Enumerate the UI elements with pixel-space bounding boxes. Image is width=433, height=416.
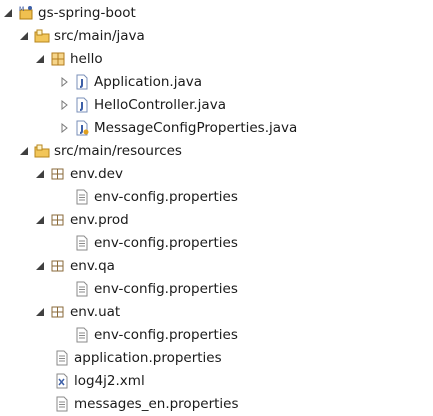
source-folder-icon (34, 28, 50, 44)
tree-item-package-hello[interactable]: hello (34, 47, 103, 70)
tree-item-log4j2-xml[interactable]: log4j2.xml (54, 369, 145, 392)
package-icon (50, 166, 66, 182)
expanded-arrow-icon[interactable] (34, 259, 46, 273)
tree-item-label: env-config.properties (94, 188, 238, 205)
tree-item-src-main-resources[interactable]: src/main/resources (18, 139, 182, 162)
tree-item-label: gs-spring-boot (38, 4, 136, 21)
tree-item-package-env-qa[interactable]: env.qa (34, 254, 115, 277)
expanded-arrow-icon[interactable] (18, 29, 30, 43)
maven-project-icon: M (18, 5, 34, 21)
properties-file-icon (74, 189, 90, 205)
tree-item-env-prod-properties[interactable]: env-config.properties (74, 231, 238, 254)
expanded-arrow-icon[interactable] (2, 6, 14, 20)
tree-item-application-properties[interactable]: application.properties (54, 346, 222, 369)
tree-item-env-uat-properties[interactable]: env-config.properties (74, 323, 238, 346)
tree-item-label: MessageConfigProperties.java (94, 119, 298, 136)
properties-file-icon (74, 327, 90, 343)
java-file-icon (74, 74, 90, 90)
tree-item-label: env.qa (70, 257, 115, 274)
tree-item-messageconfigproperties-java[interactable]: MessageConfigProperties.java (58, 116, 297, 139)
tree-item-label: env.uat (70, 303, 121, 320)
expanded-arrow-icon[interactable] (34, 213, 46, 227)
expanded-arrow-icon[interactable] (18, 144, 30, 158)
package-icon (50, 304, 66, 320)
collapsed-arrow-icon[interactable] (58, 98, 70, 112)
expanded-arrow-icon[interactable] (34, 305, 46, 319)
tree-item-label: env-config.properties (94, 234, 238, 251)
tree-item-label: Application.java (94, 73, 203, 90)
collapsed-arrow-icon[interactable] (58, 75, 70, 89)
properties-file-icon (54, 350, 70, 366)
tree-item-package-env-uat[interactable]: env.uat (34, 300, 120, 323)
source-folder-icon (34, 143, 50, 159)
tree-item-messages-en-properties[interactable]: messages_en.properties (54, 392, 239, 415)
tree-item-label: application.properties (74, 349, 222, 366)
tree-item-label: HelloController.java (94, 96, 226, 113)
tree-item-env-dev-properties[interactable]: env-config.properties (74, 185, 238, 208)
tree-item-label: env-config.properties (94, 280, 238, 297)
svg-text:M: M (19, 6, 24, 13)
package-icon (50, 212, 66, 228)
tree-item-package-env-prod[interactable]: env.prod (34, 208, 129, 231)
properties-file-icon (74, 235, 90, 251)
properties-file-icon (74, 281, 90, 297)
properties-file-icon (54, 396, 70, 412)
tree-item-label: messages_en.properties (74, 395, 239, 412)
tree-item-label: env.prod (70, 211, 129, 228)
tree-item-label: env-config.properties (94, 326, 238, 343)
collapsed-arrow-icon[interactable] (58, 121, 70, 135)
expanded-arrow-icon[interactable] (34, 167, 46, 181)
tree-item-label: log4j2.xml (74, 372, 145, 389)
tree-item-src-main-java[interactable]: src/main/java (18, 24, 145, 47)
tree-item-application-java[interactable]: Application.java (58, 70, 202, 93)
tree-item-label: src/main/java (54, 27, 145, 44)
xml-file-icon (54, 373, 70, 389)
java-file-icon (74, 97, 90, 113)
tree-item-label: env.dev (70, 165, 123, 182)
tree-item-label: src/main/resources (54, 142, 182, 159)
java-file-icon (74, 120, 90, 136)
tree-item-hellocontroller-java[interactable]: HelloController.java (58, 93, 226, 116)
tree-item-label: hello (70, 50, 103, 67)
expanded-arrow-icon[interactable] (34, 52, 46, 66)
package-icon (50, 51, 66, 67)
tree-item-package-env-dev[interactable]: env.dev (34, 162, 123, 185)
tree-item-project[interactable]: M gs-spring-boot (2, 1, 136, 24)
tree-item-env-qa-properties[interactable]: env-config.properties (74, 277, 238, 300)
package-icon (50, 258, 66, 274)
